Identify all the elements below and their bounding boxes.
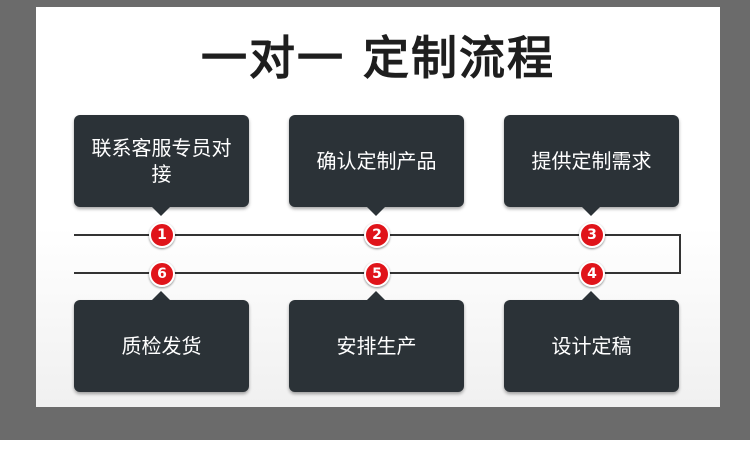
step-card-3: 提供定制需求 [504, 115, 679, 207]
step-card-1: 联系客服专员对接 [74, 115, 249, 207]
step-label-1: 联系客服专员对接 [91, 136, 232, 186]
step-badge-6: 6 [149, 261, 175, 287]
step-label-5: 安排生产 [336, 334, 417, 358]
page-title: 一对一 定制流程 [200, 31, 555, 85]
step-label-3: 提供定制需求 [531, 149, 652, 173]
step-card-5: 安排生产 [289, 300, 464, 392]
step-pointer-2 [367, 207, 385, 216]
step-label-6: 质检发货 [121, 334, 202, 358]
step-label-4: 设计定稿 [551, 334, 632, 358]
step-pointer-5 [367, 291, 385, 300]
step-pointer-1 [152, 207, 170, 216]
step-label-2: 确认定制产品 [316, 149, 437, 173]
flow-line-right [679, 234, 681, 274]
step-pointer-4 [582, 291, 600, 300]
step-badge-2: 2 [364, 222, 390, 248]
bottom-bar [0, 440, 750, 451]
step-card-2: 确认定制产品 [289, 115, 464, 207]
step-badge-1: 1 [149, 222, 175, 248]
step-badge-3: 3 [579, 222, 605, 248]
step-card-4: 设计定稿 [504, 300, 679, 392]
step-badge-5: 5 [364, 261, 390, 287]
step-pointer-3 [582, 207, 600, 216]
step-card-6: 质检发货 [74, 300, 249, 392]
step-badge-4: 4 [579, 261, 605, 287]
step-pointer-6 [152, 291, 170, 300]
